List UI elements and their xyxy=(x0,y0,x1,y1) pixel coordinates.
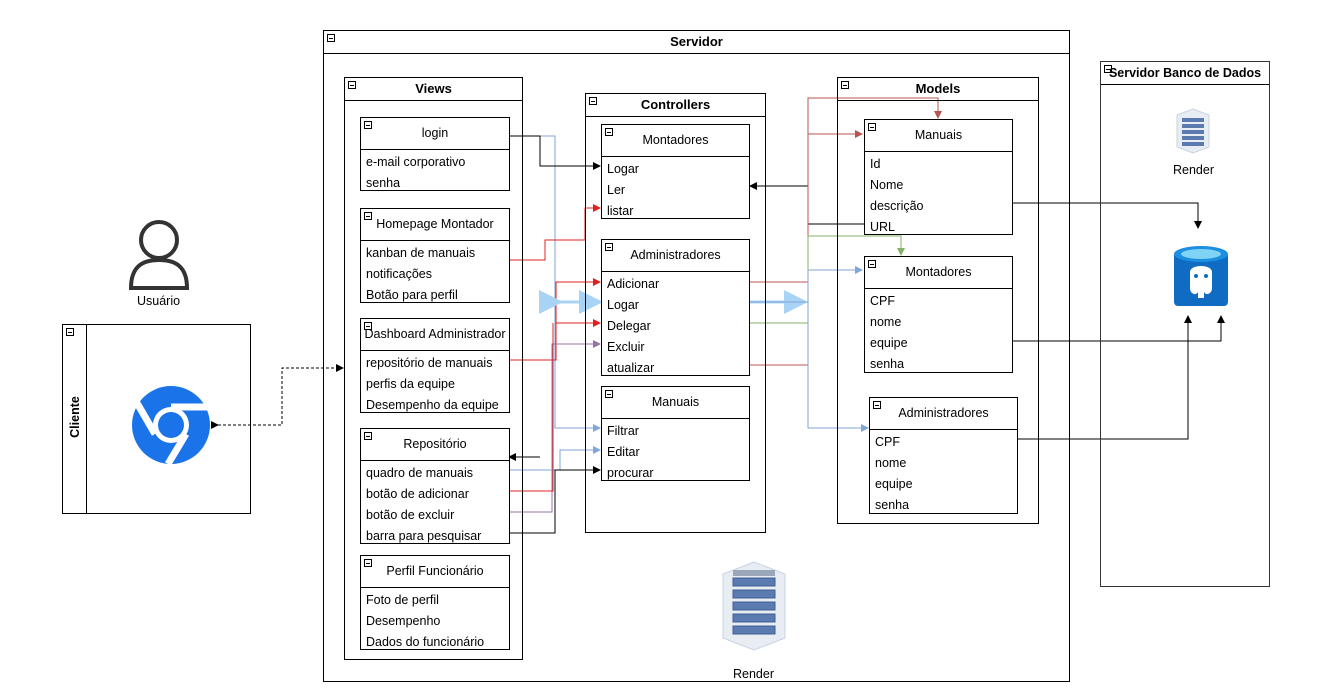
field: repositório de manuais xyxy=(366,356,493,370)
method: Logar xyxy=(607,162,639,176)
server-render-label: Render xyxy=(733,667,774,681)
method: Ler xyxy=(607,183,626,197)
chrome-icon xyxy=(131,385,211,466)
field: equipe xyxy=(870,336,908,350)
client-title: Cliente xyxy=(68,396,82,438)
collapse-icon[interactable] xyxy=(327,34,335,42)
class-name: Homepage Montador xyxy=(376,217,494,231)
field: botão de adicionar xyxy=(366,487,469,501)
field: kanban de manuais xyxy=(366,246,476,260)
field: nome xyxy=(875,456,907,470)
field: notificações xyxy=(366,267,433,281)
field: senha xyxy=(366,176,401,190)
views-frame: Views xyxy=(344,77,523,660)
field: botão de excluir xyxy=(366,508,455,522)
view-repositorio[interactable]: Repositório quadro de manuais botão de a… xyxy=(360,428,510,544)
db-render-label: Render xyxy=(1173,163,1214,177)
field: senha xyxy=(875,498,910,512)
class-name: Manuais xyxy=(651,395,700,409)
field: nome xyxy=(870,315,902,329)
controller-manuais[interactable]: Manuais Filtrar Editar procurar xyxy=(601,386,750,481)
method: listar xyxy=(607,204,634,218)
class-name: Montadores xyxy=(642,133,709,147)
collapse-icon[interactable] xyxy=(589,97,597,105)
field: barra para pesquisar xyxy=(366,529,482,543)
views-title: Views xyxy=(345,78,522,101)
class-name: Montadores xyxy=(905,265,972,279)
models-title: Models xyxy=(838,78,1038,101)
class-name: Administradores xyxy=(898,406,989,420)
method: Editar xyxy=(607,445,640,459)
controllers-title: Controllers xyxy=(586,94,765,117)
db-server-title: Servidor Banco de Dados xyxy=(1101,62,1269,85)
field: Botão para perfil xyxy=(366,288,458,302)
model-montadores[interactable]: Montadores CPF nome equipe senha xyxy=(864,256,1013,373)
field: Desempenho da equipe xyxy=(366,398,499,412)
class-name: login xyxy=(421,126,449,140)
class-name: Repositório xyxy=(403,437,467,451)
method: Filtrar xyxy=(607,424,639,438)
controllers-frame: Controllers xyxy=(585,93,766,533)
collapse-icon[interactable] xyxy=(348,81,356,89)
collapse-icon[interactable] xyxy=(841,81,849,89)
field: equipe xyxy=(875,477,913,491)
field: quadro de manuais xyxy=(366,466,474,480)
field: Desempenho xyxy=(366,614,441,628)
class-name: Dashboard Administrador xyxy=(364,327,506,341)
class-name: Perfil Funcionário xyxy=(386,564,484,578)
server-title: Servidor xyxy=(324,31,1069,54)
collapse-icon[interactable] xyxy=(1104,65,1112,73)
field: Nome xyxy=(870,178,904,192)
db-render-icon xyxy=(1173,108,1213,154)
view-dashboard[interactable]: Dashboard Administrador repositório de m… xyxy=(360,318,510,413)
postgres-icon xyxy=(1172,244,1230,314)
field: Foto de perfil xyxy=(366,593,439,607)
model-administradores[interactable]: Administradores CPF nome equipe senha xyxy=(869,397,1018,514)
method: Delegar xyxy=(607,319,651,333)
method: procurar xyxy=(607,466,654,480)
field: descrição xyxy=(870,199,924,213)
view-login[interactable]: login e-mail corporativo senha xyxy=(360,117,510,191)
class-name: Manuais xyxy=(914,128,963,142)
models-frame: Models xyxy=(837,77,1039,524)
controller-administradores[interactable]: Administradores Adicionar Logar Delegar … xyxy=(601,239,750,376)
class-name: Administradores xyxy=(630,248,721,262)
model-manuais[interactable]: Manuais Id Nome descrição URL xyxy=(864,119,1013,235)
method: atualizar xyxy=(607,361,655,375)
view-perfil[interactable]: Perfil Funcionário Foto de perfil Desemp… xyxy=(360,555,510,650)
server-frame: Servidor xyxy=(323,30,1070,682)
method: Adicionar xyxy=(607,277,660,291)
field: e-mail corporativo xyxy=(366,155,466,169)
client-frame: Cliente xyxy=(62,324,251,514)
field: URL xyxy=(870,220,896,234)
field: Dados do funcionário xyxy=(366,635,485,649)
field: CPF xyxy=(870,294,895,308)
method: Logar xyxy=(607,298,639,312)
collapse-icon[interactable] xyxy=(66,328,74,336)
server-rack-icon xyxy=(715,560,793,652)
field: CPF xyxy=(875,435,900,449)
user-label: Usuário xyxy=(137,294,181,308)
controller-montadores[interactable]: Montadores Logar Ler listar xyxy=(601,124,750,219)
field: Id xyxy=(870,157,881,171)
view-homepage[interactable]: Homepage Montador kanban de manuais noti… xyxy=(360,208,510,303)
method: Excluir xyxy=(607,340,645,354)
db-server-frame: Servidor Banco de Dados xyxy=(1100,61,1270,587)
field: perfis da equipe xyxy=(366,377,455,391)
field: senha xyxy=(870,357,905,371)
user-icon xyxy=(128,218,190,290)
